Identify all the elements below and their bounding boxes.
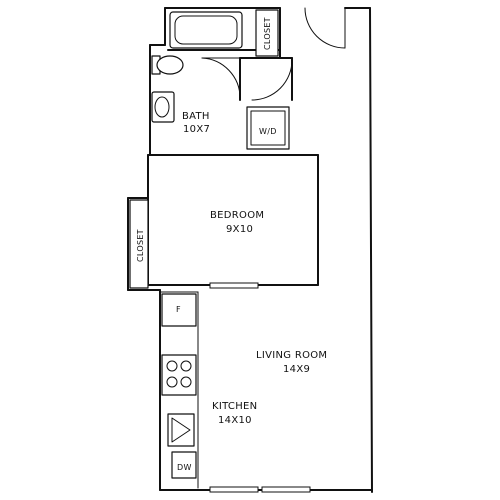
kitchen-size: 14X10 xyxy=(218,415,252,426)
doors xyxy=(201,7,346,101)
fridge-label: F xyxy=(176,305,181,314)
living-window-left xyxy=(209,486,259,493)
dishwasher xyxy=(171,451,197,479)
living-room-label: LIVING ROOM xyxy=(256,350,327,361)
bedroom-size: 9X10 xyxy=(226,224,253,235)
bath-size: 10X7 xyxy=(183,124,210,135)
bedroom-window xyxy=(209,282,259,289)
living-room-size: 14X9 xyxy=(283,364,310,375)
burner xyxy=(166,376,178,388)
bedroom-closet xyxy=(129,199,149,289)
burner xyxy=(180,376,192,388)
washer-dryer xyxy=(246,106,290,150)
bath-closet-label: CLOSET xyxy=(263,17,272,50)
toilet xyxy=(151,55,184,75)
washer-dryer-label: W/D xyxy=(259,127,277,136)
stove xyxy=(161,354,197,396)
living-window-right xyxy=(261,486,311,493)
burner xyxy=(180,360,192,372)
bedroom-label: BEDROOM xyxy=(210,210,264,221)
dishwasher-label: DW xyxy=(177,463,192,472)
fridge xyxy=(161,293,197,327)
bedroom-closet-label: CLOSET xyxy=(136,229,145,262)
bath-closet xyxy=(255,9,279,57)
bathtub xyxy=(169,11,243,49)
kitchen-sink xyxy=(167,413,195,447)
walls xyxy=(127,7,373,493)
windows xyxy=(209,282,311,493)
bath-label: BATH xyxy=(182,111,210,122)
sink xyxy=(151,91,175,123)
burner xyxy=(166,360,178,372)
kitchen-label: KITCHEN xyxy=(212,401,257,412)
